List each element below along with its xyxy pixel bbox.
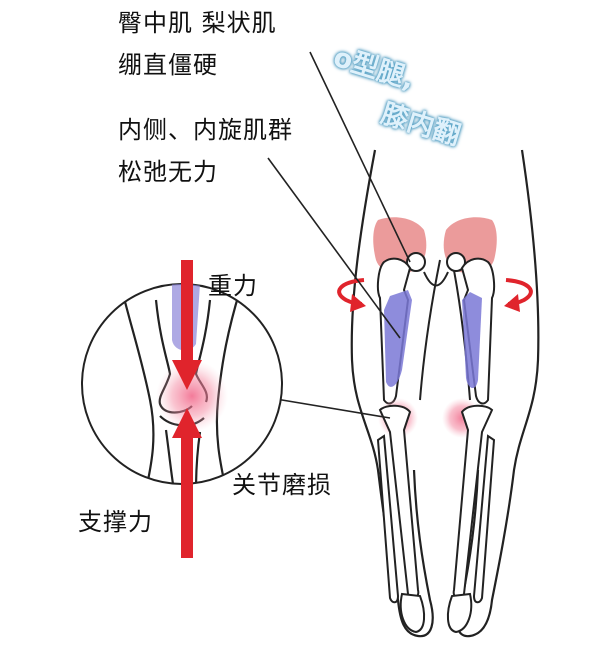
gravity-arrow — [172, 260, 202, 390]
rotation-arrowhead-left — [350, 294, 366, 312]
knee-zoom-circle — [81, 283, 283, 485]
tibia-left — [376, 404, 420, 604]
gluteus-label-line1: 臀中肌 梨状肌 — [118, 9, 277, 37]
adductor-label-line2: 松弛无力 — [118, 158, 218, 186]
adductor-label-line1: 内侧、内旋肌群 — [118, 116, 293, 144]
support-label: 支撑力 — [78, 508, 153, 536]
pelvis-joint — [423, 271, 449, 287]
support-arrow — [172, 408, 202, 558]
rotation-arrowhead-right — [504, 294, 520, 312]
gluteus-label-line2: 绷直僵硬 — [118, 51, 218, 79]
adductor-highlight-right — [462, 292, 482, 389]
feet — [399, 592, 473, 634]
inner-thigh-outline — [419, 259, 471, 401]
joint-wear-label: 关节磨损 — [232, 471, 332, 499]
gravity-label: 重力 — [208, 272, 258, 300]
adductor-highlight-left — [384, 290, 412, 387]
